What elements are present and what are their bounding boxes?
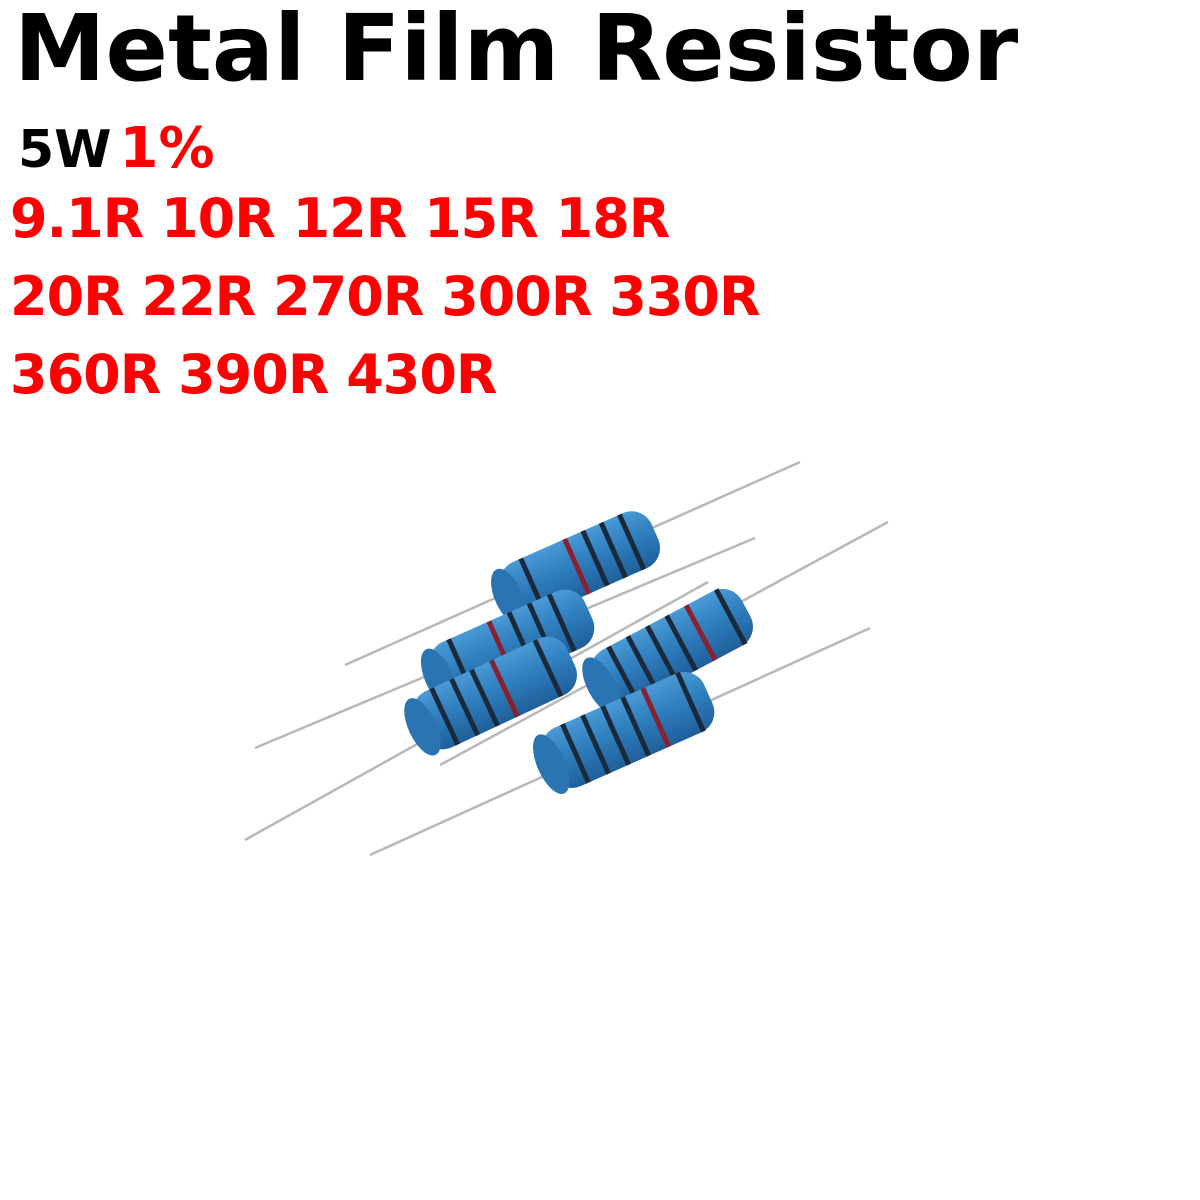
tolerance-rating: 1% [119, 116, 215, 181]
power-rating: 5W [18, 120, 112, 180]
values-row-2: 20R 22R 270R 300R 330R [10, 265, 761, 328]
resistor-5 [369, 626, 871, 857]
resistor-3 [244, 580, 709, 842]
resistor-1 [344, 460, 801, 667]
values-row-1: 9.1R 10R 12R 15R 18R [10, 187, 670, 250]
resistance-values: 9.1R 10R 12R 15R 18R 20R 22R 270R 300R 3… [10, 180, 761, 414]
resistor-4 [439, 520, 889, 767]
resistors-photo [244, 460, 889, 857]
values-row-3: 360R 390R 430R [10, 343, 498, 406]
product-title: Metal Film Resistor [14, 0, 1019, 102]
